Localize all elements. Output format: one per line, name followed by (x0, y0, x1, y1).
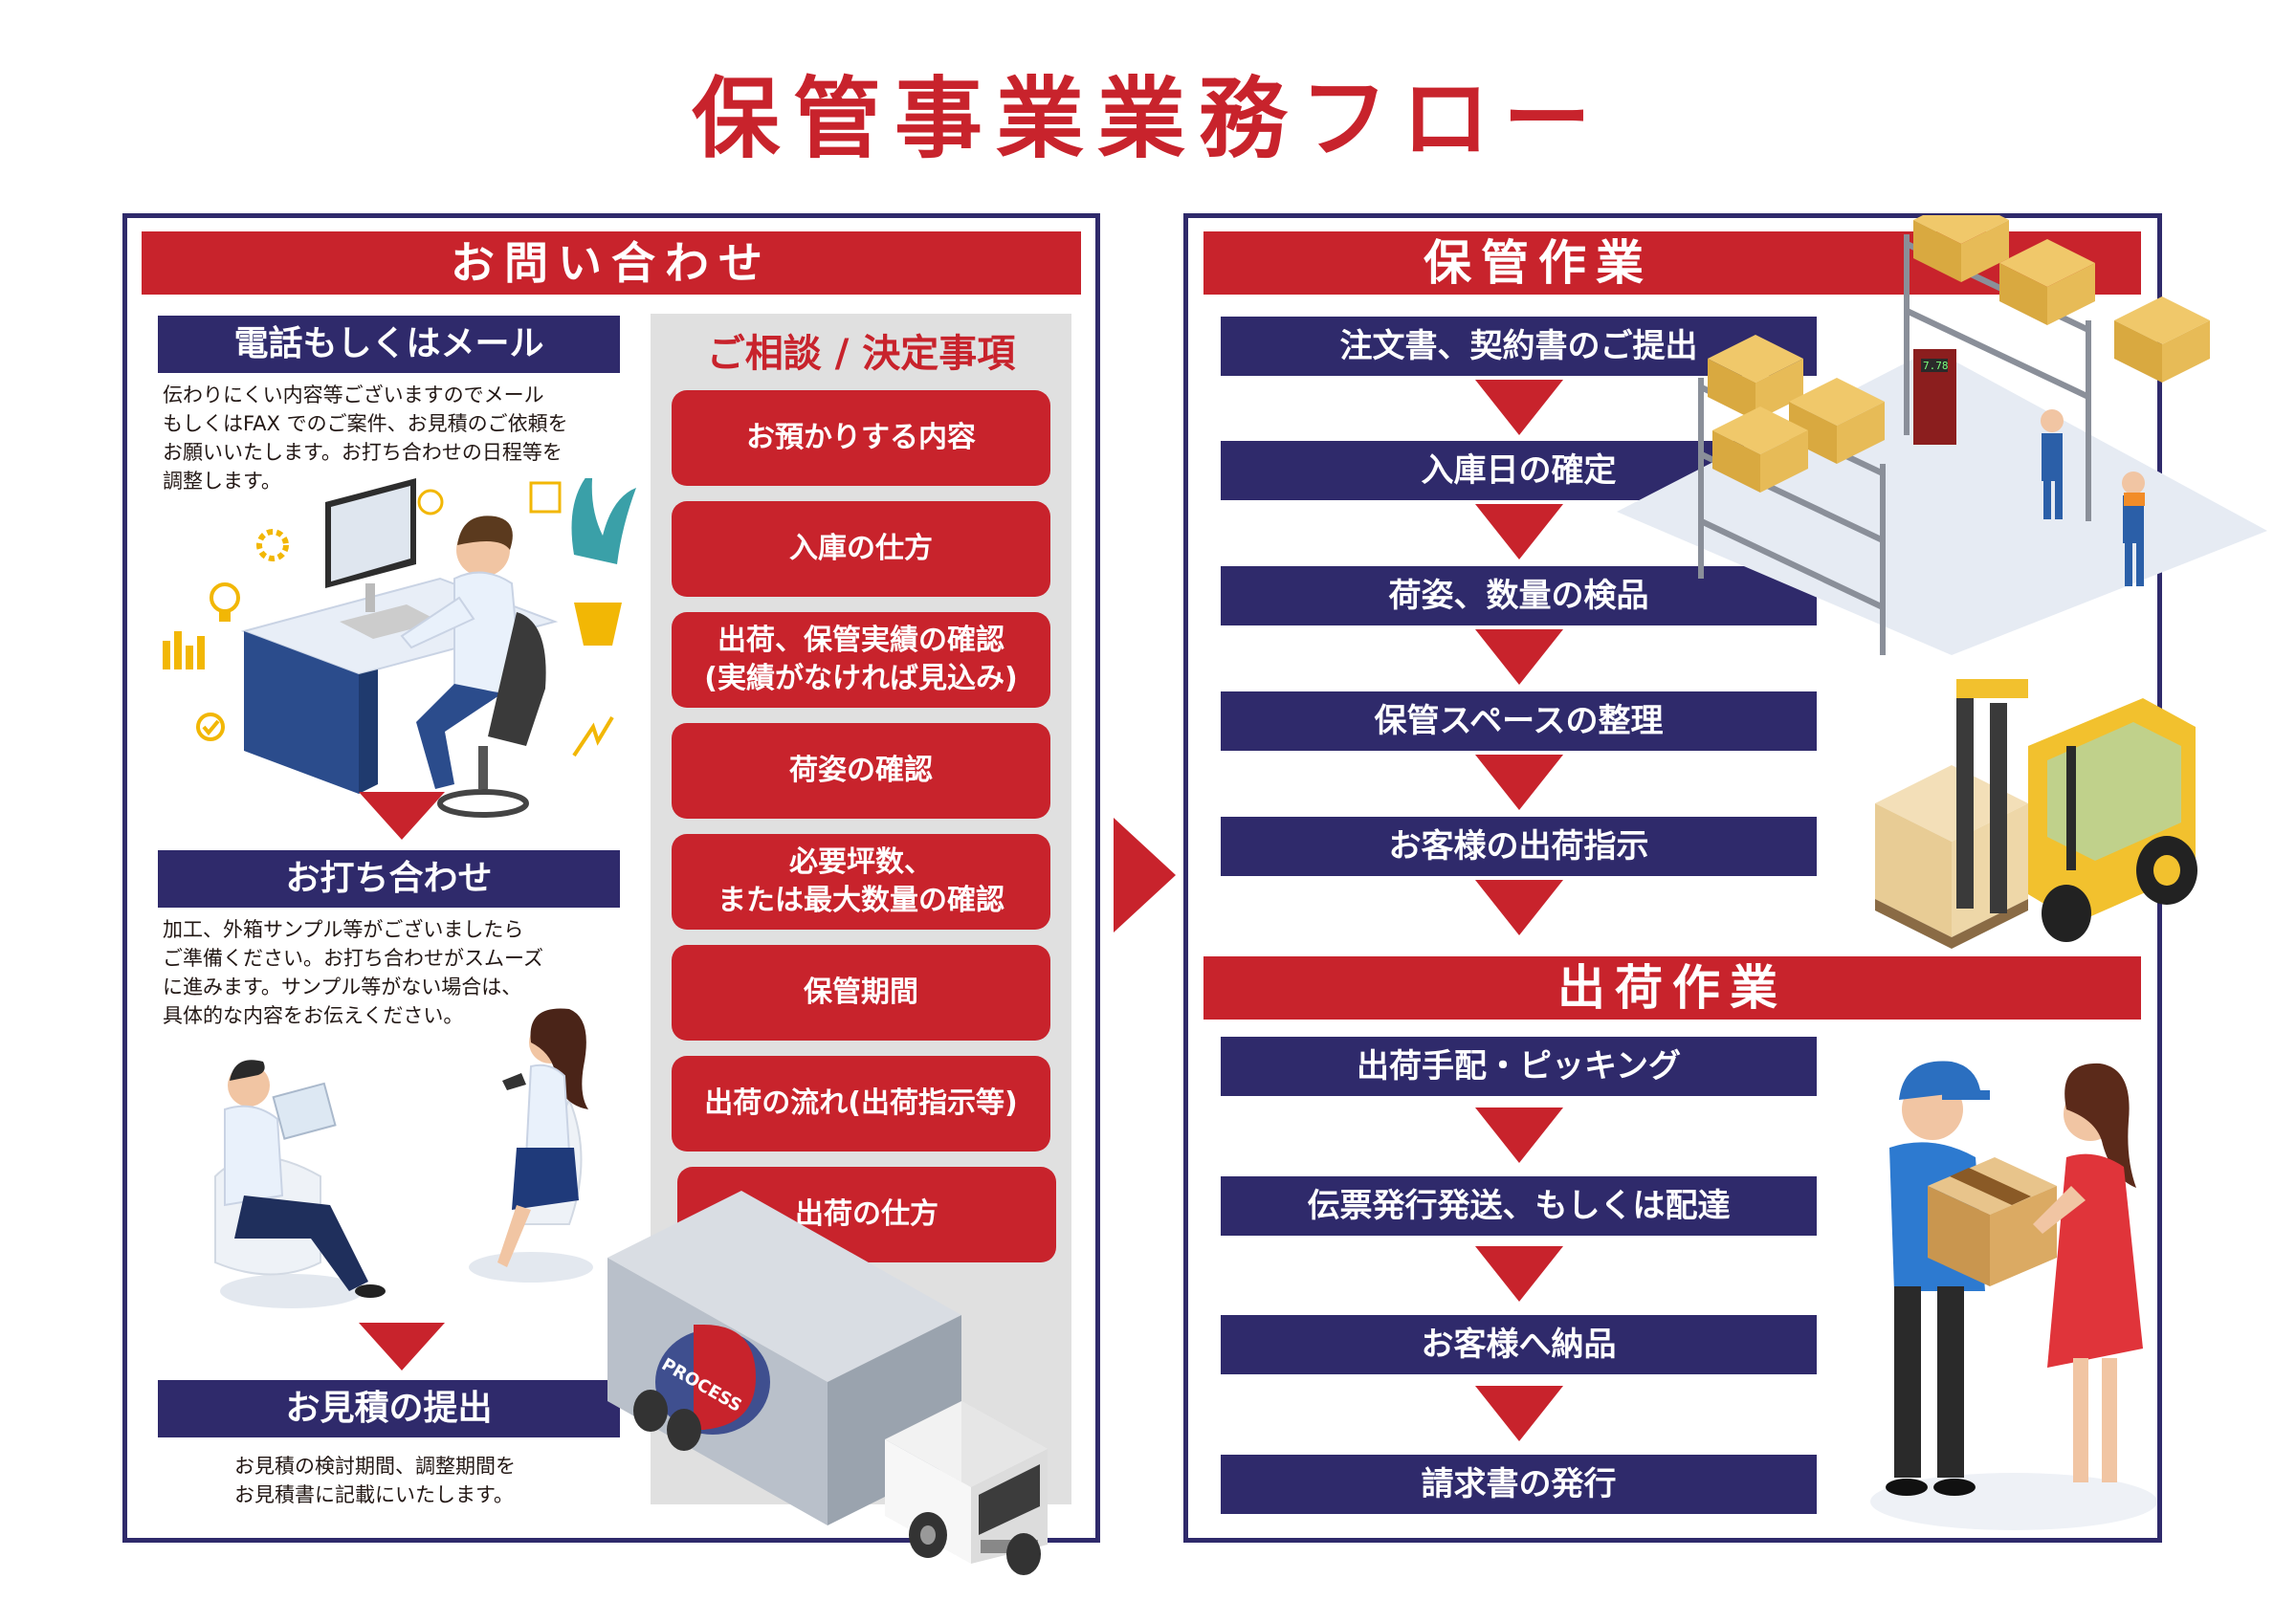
consult-item-records: 出荷、保管実績の確認 (実績がなければ見込み) (672, 612, 1050, 708)
gear-icon (256, 529, 289, 561)
shelf-rack-2 (1904, 215, 2210, 521)
document-icon (529, 481, 562, 514)
process-logo: PROCESS (655, 1325, 770, 1435)
truck-illustration: PROCESS (607, 1191, 1048, 1575)
delivery-illustration (1870, 1061, 2157, 1530)
shipping-step-invoice: 請求書の発行 (1221, 1455, 1817, 1514)
storage-step-customer-instruction: お客様の出荷指示 (1221, 817, 1817, 876)
flow-arrow-shipping-1 (1475, 1108, 1563, 1163)
down-arrow-1 (359, 792, 445, 840)
lightbulb-icon (210, 582, 240, 622)
step-estimate-heading: お見積の提出 (158, 1380, 620, 1437)
shipping-header: 出荷作業 (1203, 956, 2141, 1020)
consult-item-space: 必要坪数、 または最大数量の確認 (672, 834, 1050, 930)
down-arrow-2 (359, 1323, 445, 1371)
step-phone-email-desc: 伝わりにくい内容等ございますのでメール もしくはFAX でのご案件、お見積のご依… (163, 384, 568, 493)
step-estimate-desc: お見積の検討期間、調整期間を お見積書に記載にいたします。 (234, 1455, 516, 1506)
forklift-illustration (1875, 679, 2197, 949)
storage-step-space: 保管スペースの整理 (1221, 691, 1817, 751)
storage-step-inspection: 荷姿、数量の検品 (1221, 566, 1817, 625)
page-title: 保管事業業務フロー (691, 68, 1604, 170)
consultation-title: ご相談 / 決定事項 (706, 332, 1016, 376)
machine-display: 7.78 (1923, 360, 1949, 372)
compass-icon (417, 489, 444, 515)
storage-step-order: 注文書、契約書のご提出 (1221, 317, 1817, 376)
next-stage-arrow (1114, 818, 1176, 932)
flow-arrow-storage-4 (1475, 755, 1563, 810)
consult-item-packaging: 荷姿の確認 (672, 723, 1050, 819)
flow-arrow-storage-3 (1475, 629, 1563, 685)
shipping-step-dispatch: 伝票発行発送、もしくは配達 (1221, 1176, 1817, 1236)
check-icon (196, 713, 225, 741)
flow-arrow-shipping-2 (1475, 1246, 1563, 1302)
consult-item-period: 保管期間 (672, 945, 1050, 1041)
step-meeting-heading: お打ち合わせ (158, 850, 620, 908)
chart-icon (163, 631, 205, 669)
office-worker-illustration (163, 478, 636, 818)
arrow-icon (572, 715, 614, 757)
shipping-step-delivery: お客様へ納品 (1221, 1315, 1817, 1374)
flow-arrow-shipping-3 (1475, 1386, 1563, 1441)
consult-item-contents: お預かりする内容 (672, 390, 1050, 486)
flow-arrow-storage-5 (1475, 880, 1563, 935)
consult-item-flow: 出荷の流れ(出荷指示等) (672, 1056, 1050, 1151)
warehouse-illustration: 7.78 (1617, 215, 2267, 655)
flow-arrow-storage-1 (1475, 380, 1563, 435)
meeting-illustration (214, 1008, 593, 1308)
step-meeting-desc: 加工、外箱サンプル等がございましたら ご準備ください。お打ち合わせがスムーズ に… (163, 918, 543, 1027)
inquiry-header: お問い合わせ (142, 231, 1081, 295)
consult-item-receiving: 入庫の仕方 (672, 501, 1050, 597)
shipping-step-picking: 出荷手配・ピッキング (1221, 1037, 1817, 1096)
step-phone-email-heading: 電話もしくはメール (158, 316, 620, 373)
shelf-rack-1 (1698, 335, 1886, 655)
flow-arrow-storage-2 (1475, 504, 1563, 559)
